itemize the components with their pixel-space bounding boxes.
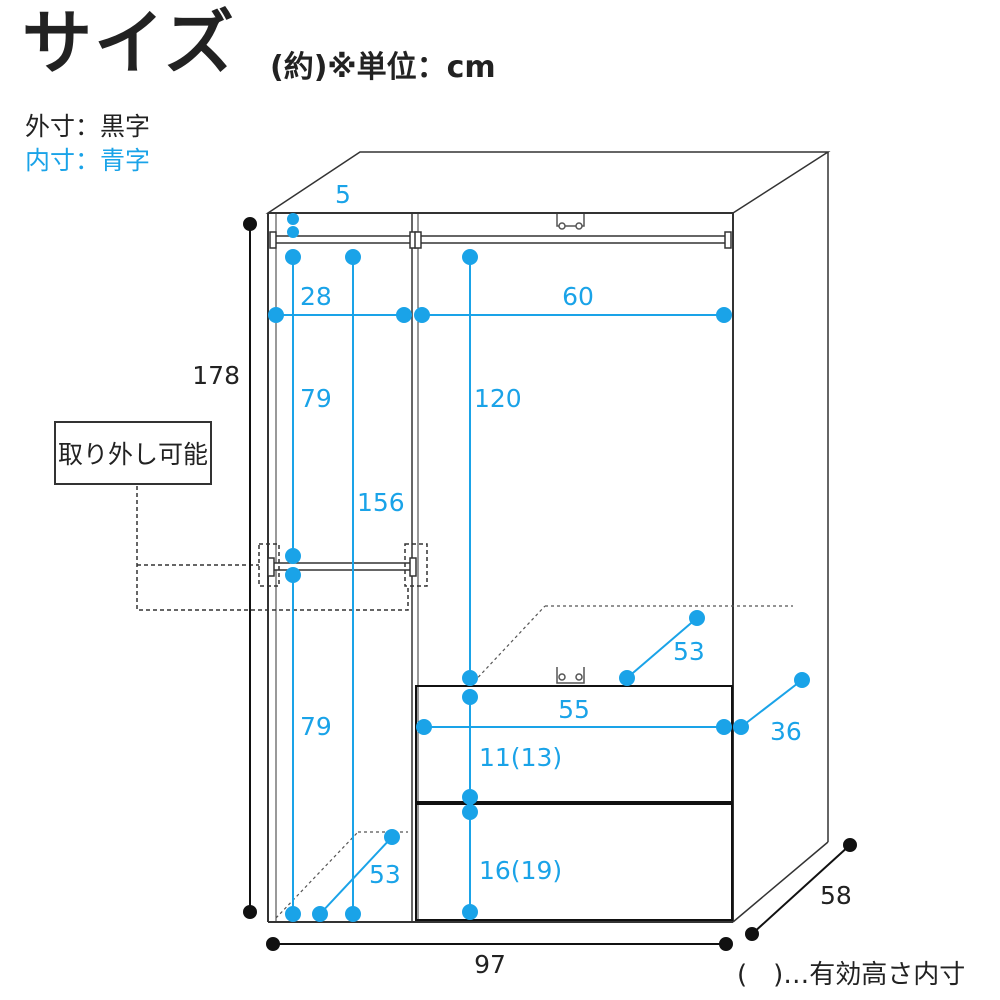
- unit-note: (約)※単位：cm: [270, 50, 496, 85]
- page-title: サイズ: [22, 2, 236, 84]
- inner-left-lower-label: 79: [300, 712, 332, 741]
- inner-right-hanging-label: 120: [474, 384, 522, 413]
- outer-dimensions: [243, 217, 857, 951]
- inner-top-gap-label: 5: [335, 180, 351, 209]
- inner-drawer-outer-depth-label: 36: [770, 717, 802, 746]
- inner-drawer1-height-label: 11(13): [479, 743, 562, 772]
- inner-left-upper-label: 79: [300, 384, 332, 413]
- outer-height-label: 178: [192, 361, 240, 390]
- legend-inner: 内寸：青字: [25, 146, 151, 175]
- interior-back-lines: [275, 605, 793, 919]
- outer-depth-label: 58: [820, 881, 852, 910]
- removable-label-box: 取り外し可能: [54, 421, 212, 485]
- inner-left-depth-label: 53: [369, 860, 401, 889]
- legend-outer: 外寸：黒字: [25, 112, 151, 141]
- inner-left-total-label: 156: [357, 488, 405, 517]
- inner-left-width-label: 28: [300, 282, 332, 311]
- removable-callout-lines: [136, 486, 428, 611]
- inner-dimensions: [268, 213, 810, 922]
- removable-label: 取り外し可能: [58, 440, 208, 469]
- inner-drawer-width-label: 55: [558, 695, 590, 724]
- inner-drawer2-height-label: 16(19): [479, 856, 562, 885]
- hook-icon: [556, 214, 585, 684]
- drawers: [415, 685, 733, 921]
- inner-drawer-depth-label: 53: [673, 637, 705, 666]
- outer-width-label: 97: [474, 950, 506, 979]
- inner-right-width-label: 60: [562, 282, 594, 311]
- hanging-rods: [267, 231, 732, 577]
- footnote: ( )…有効高さ内寸: [737, 960, 966, 990]
